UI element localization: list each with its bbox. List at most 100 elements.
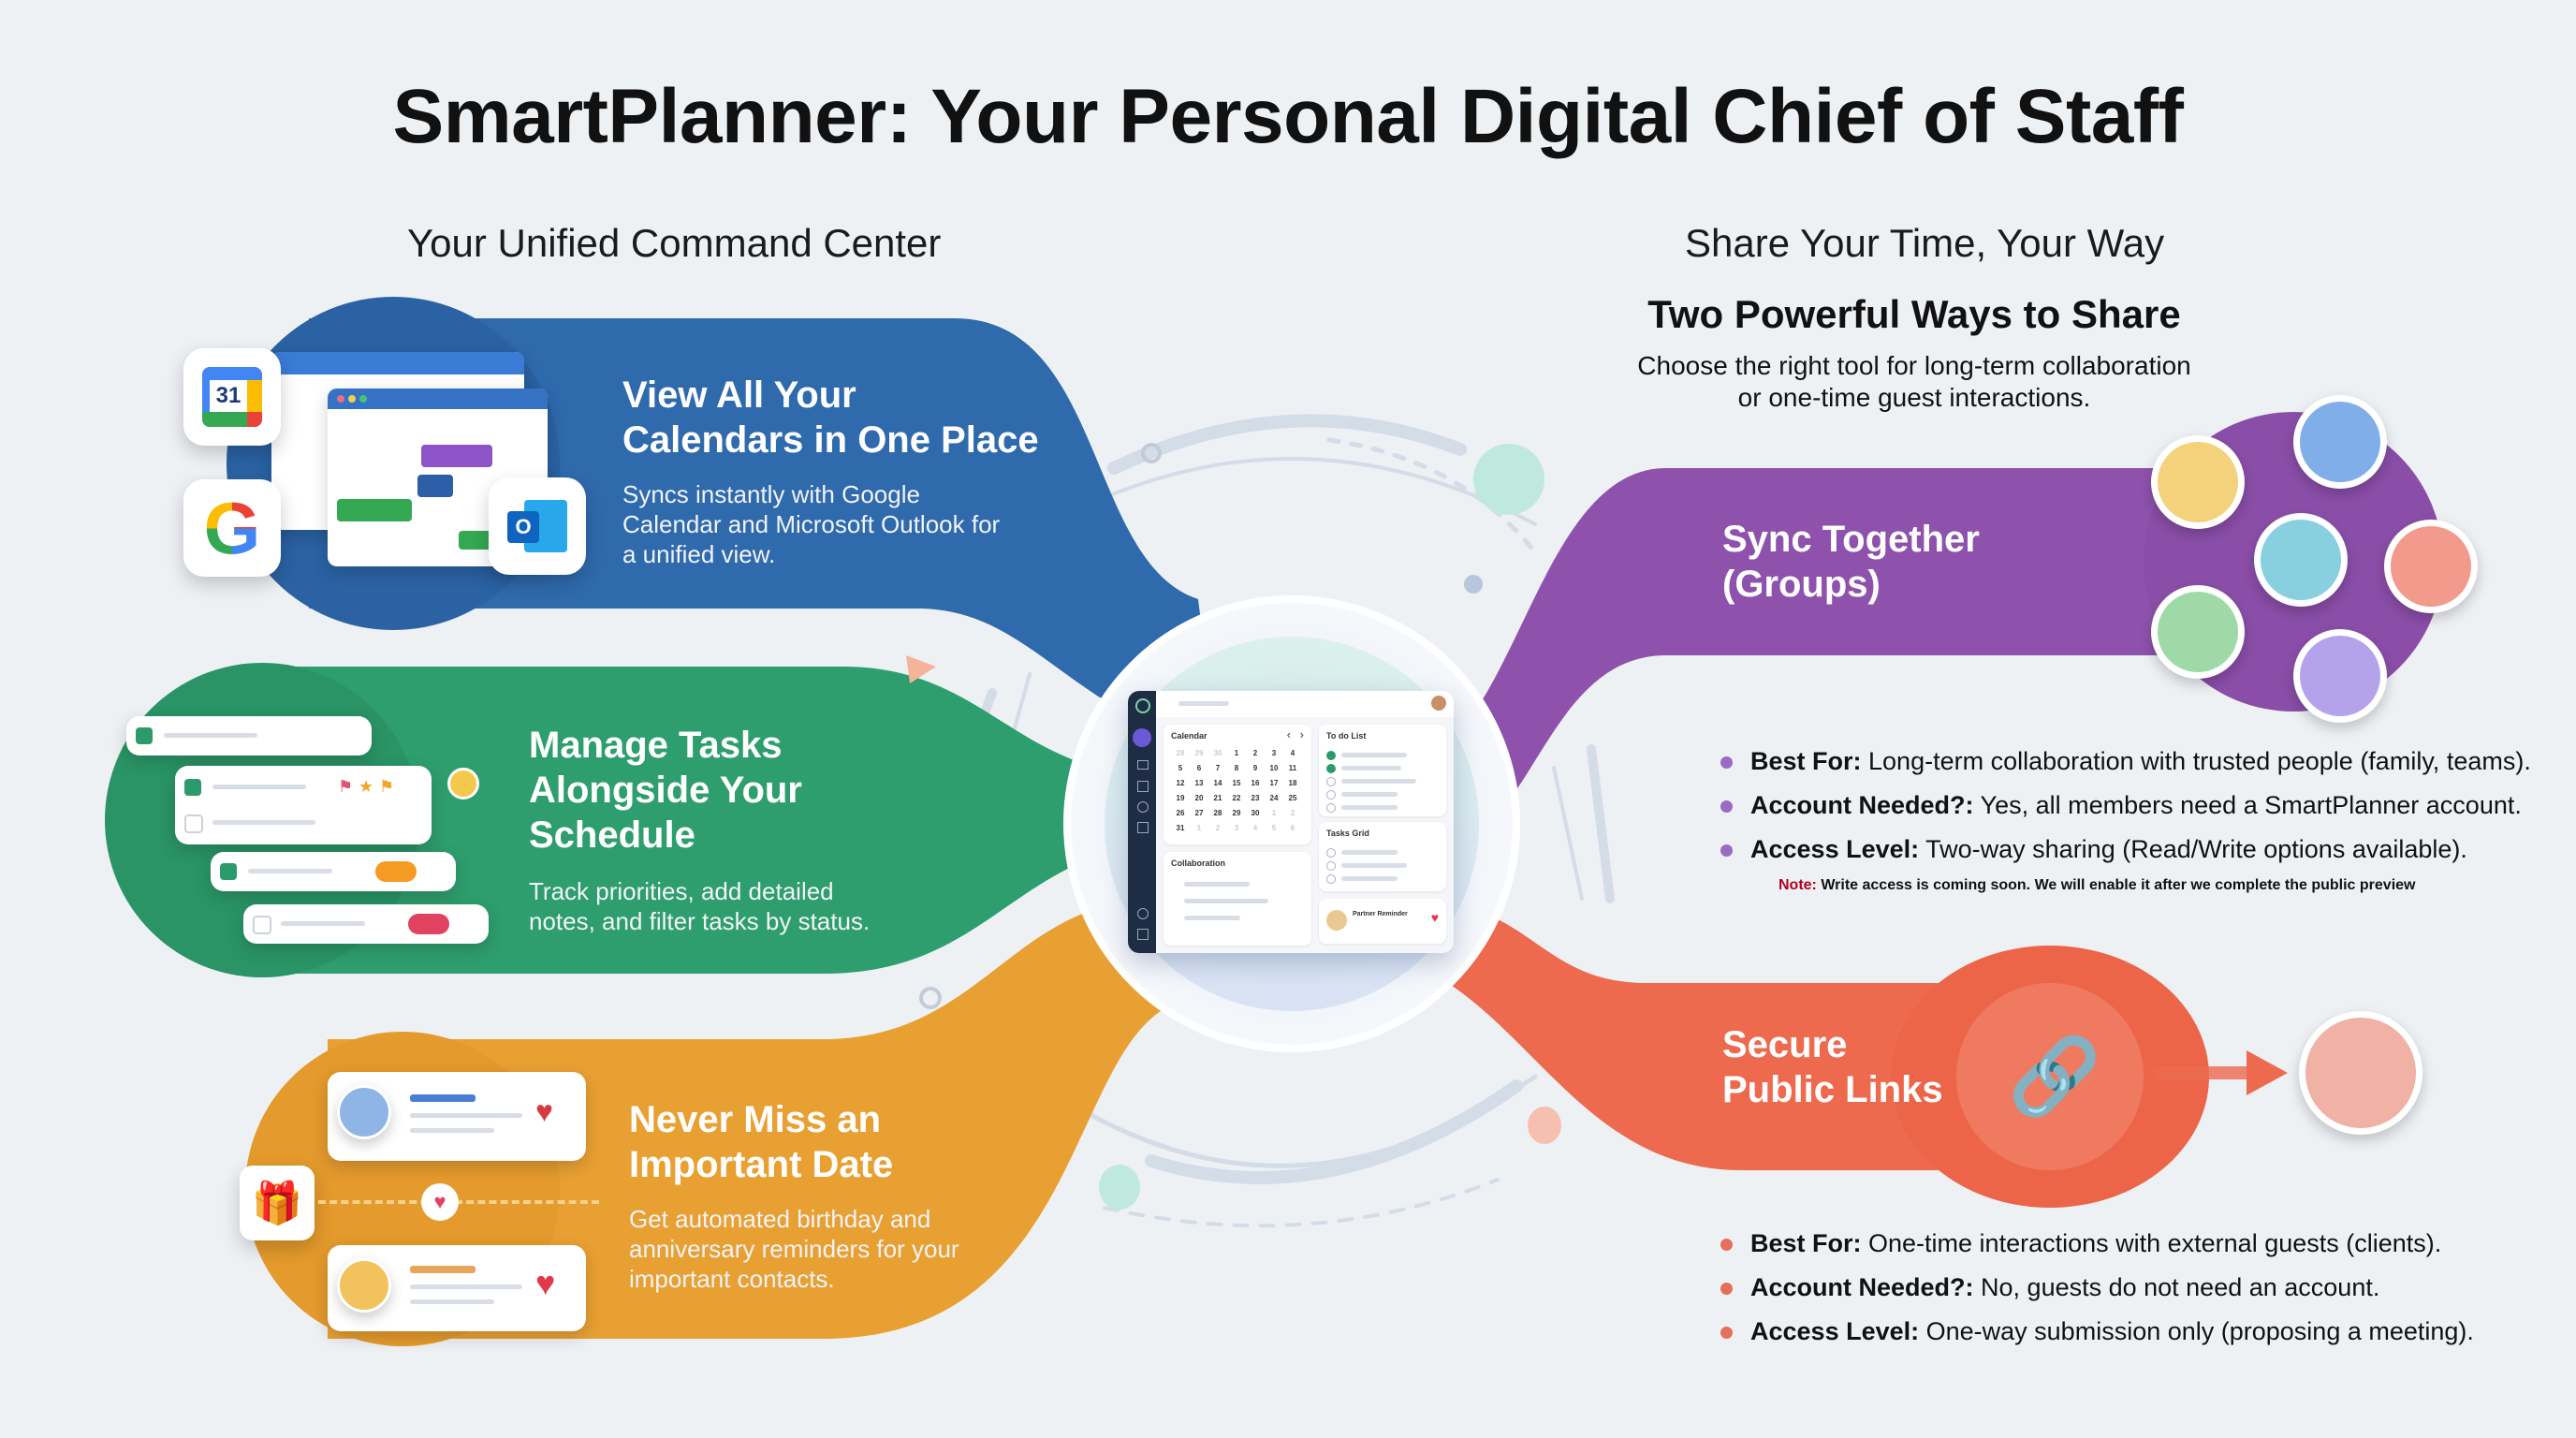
share-heading: Two Powerful Ways to Share xyxy=(1647,292,2181,336)
calendar-day[interactable]: 5 xyxy=(1271,824,1277,832)
avatar xyxy=(2151,585,2245,679)
calendar-day[interactable]: 8 xyxy=(1234,764,1239,772)
bullet-item: Access Level: One-way submission only (p… xyxy=(1715,1310,2474,1354)
green-ribbon xyxy=(262,667,1151,974)
calendar-day[interactable]: 2 xyxy=(1215,824,1221,832)
groups-details: Best For: Long-term collaboration with t… xyxy=(1715,740,2531,872)
calendar-day[interactable]: 11 xyxy=(1288,764,1297,772)
calendar-day[interactable]: 17 xyxy=(1269,779,1279,787)
links-bullet-list: Best For: One-time interactions with ext… xyxy=(1715,1222,2474,1354)
flag-icon: ⚑ xyxy=(379,777,395,796)
calendar-day[interactable]: 29 xyxy=(1232,809,1241,817)
tasks-panel: Tasks Grid xyxy=(1319,822,1446,891)
calendar-day[interactable]: 12 xyxy=(1176,779,1185,787)
left-section-heading: Your Unified Command Center xyxy=(407,221,942,265)
calendar-day[interactable]: 21 xyxy=(1213,794,1222,802)
feature-description: Syncs instantly with Google Calendar and… xyxy=(622,480,1001,568)
bullet-item: Access Level: Two-way sharing (Read/Writ… xyxy=(1715,828,2531,872)
settings-icon xyxy=(1137,908,1149,919)
bullet-item: Account Needed?: Yes, all members need a… xyxy=(1715,784,2531,828)
link-globe-icon: 🔗 xyxy=(2008,1034,2101,1118)
calendar-day[interactable]: 16 xyxy=(1251,779,1260,787)
calendar-day[interactable]: 28 xyxy=(1213,809,1222,817)
bullet-text: One-time interactions with external gues… xyxy=(1861,1229,2442,1257)
links-title: Secure Public Links xyxy=(1722,1024,1943,1110)
calendar-day[interactable]: 13 xyxy=(1194,779,1204,787)
calendar-day[interactable]: 3 xyxy=(1271,749,1277,757)
calendar-day[interactable]: 31 xyxy=(1176,824,1185,832)
feature-title: Manage Tasks Alongside Your Schedule xyxy=(529,725,802,856)
calendar-day[interactable]: 2 xyxy=(1290,809,1295,817)
calendar-day[interactable]: 6 xyxy=(1290,824,1295,832)
calendar-day[interactable]: 14 xyxy=(1213,779,1222,787)
calendar-day[interactable]: 30 xyxy=(1251,809,1260,817)
calendar-day[interactable]: 9 xyxy=(1252,764,1258,772)
calendar-day[interactable]: 15 xyxy=(1232,779,1241,787)
feature-dates: Never Miss an Important Date Get automat… xyxy=(629,1097,959,1294)
outlook-icon: O xyxy=(489,477,586,575)
task-card: ⚑ ★ ⚑ xyxy=(175,766,432,844)
link-icon-bg xyxy=(1956,983,2144,1170)
next-month-button[interactable]: › xyxy=(1299,727,1304,741)
avatar xyxy=(337,1085,391,1139)
calendar-day[interactable]: 29 xyxy=(1194,749,1204,757)
chat-icon xyxy=(1137,822,1149,833)
gift-icon: 🎁 xyxy=(240,1166,315,1240)
timeline-dashes xyxy=(318,1200,599,1204)
flag-icon: ⚑ xyxy=(338,777,354,796)
avatar xyxy=(1326,910,1347,931)
task-card xyxy=(211,852,456,891)
bullet-dot-icon xyxy=(1720,1239,1733,1251)
avatar xyxy=(2293,629,2387,723)
todo-panel: To do List xyxy=(1319,725,1446,816)
task-card xyxy=(243,904,489,944)
calendar-day[interactable]: 28 xyxy=(1176,749,1185,757)
reminder-panel: Partner Reminder ♥ xyxy=(1319,899,1446,944)
calendar-day[interactable]: 22 xyxy=(1232,794,1241,802)
calendar-day[interactable]: 30 xyxy=(1213,749,1222,757)
calendar-day[interactable]: 20 xyxy=(1194,794,1204,802)
feature-title: Never Miss an Important Date xyxy=(629,1099,894,1185)
avatar xyxy=(2384,520,2478,613)
bullet-dot-icon xyxy=(1720,1283,1733,1295)
bullet-dot-icon xyxy=(1720,800,1733,813)
guest-avatar xyxy=(2299,1011,2422,1135)
app-logo-icon xyxy=(1135,698,1150,713)
calendar-day[interactable]: 10 xyxy=(1269,764,1279,772)
bullet-label: Access Level: xyxy=(1750,1317,1920,1345)
calendar-day[interactable]: 26 xyxy=(1176,809,1185,817)
folder-icon xyxy=(1137,760,1149,770)
bullet-text: Two-way sharing (Read/Write options avai… xyxy=(1919,835,2467,863)
groups-note: Note: Write access is coming soon. We wi… xyxy=(1778,877,2416,893)
calendar-day[interactable]: 2 xyxy=(1252,749,1258,757)
share-description: Choose the right tool for long-term coll… xyxy=(1591,350,2237,414)
calendar-day[interactable]: 24 xyxy=(1269,794,1279,802)
feature-title: View All Your Calendars in One Place xyxy=(622,374,1039,461)
calendar-day[interactable]: 3 xyxy=(1234,824,1239,832)
bullet-item: Best For: Long-term collaboration with t… xyxy=(1715,740,2531,784)
avatar xyxy=(2254,513,2348,607)
calendar-day[interactable]: 4 xyxy=(1290,749,1295,757)
calendar-day[interactable]: 18 xyxy=(1288,779,1297,787)
calendar-day[interactable]: 5 xyxy=(1178,764,1183,772)
bullet-item: Best For: One-time interactions with ext… xyxy=(1715,1222,2474,1266)
calendar-day[interactable]: 23 xyxy=(1251,794,1260,802)
calendar-day[interactable]: 1 xyxy=(1196,824,1202,832)
calendar-day[interactable]: 27 xyxy=(1194,809,1204,817)
calendar-day[interactable]: 4 xyxy=(1252,824,1258,832)
groups-title: Sync Together (Groups) xyxy=(1722,519,1980,605)
calendar-day[interactable]: 6 xyxy=(1196,764,1202,772)
calendar-day[interactable]: 25 xyxy=(1288,794,1297,802)
calendar-day[interactable]: 1 xyxy=(1271,809,1277,817)
calendar-day[interactable]: 7 xyxy=(1215,764,1221,772)
calendar-day[interactable]: 1 xyxy=(1234,749,1239,757)
calendar-day[interactable]: 19 xyxy=(1176,794,1185,802)
bullet-dot-icon xyxy=(1720,1327,1733,1339)
bullet-label: Access Level: xyxy=(1750,835,1920,863)
reminder-card: ♥ xyxy=(328,1072,586,1161)
page-title: SmartPlanner: Your Personal Digital Chie… xyxy=(392,74,2184,159)
prev-month-button[interactable]: ‹ xyxy=(1286,727,1291,741)
